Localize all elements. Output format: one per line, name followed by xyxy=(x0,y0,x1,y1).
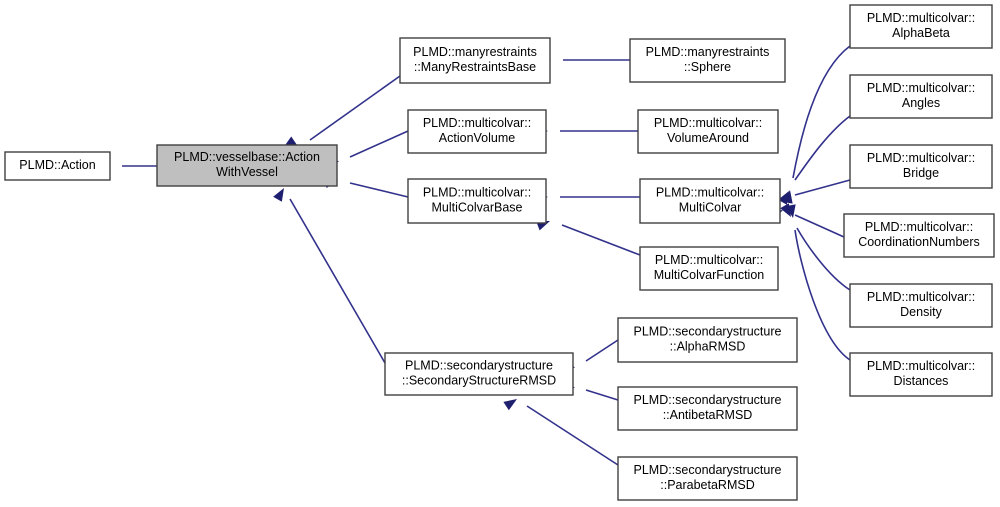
node-label: PLMD::multicolvar::AlphaBeta xyxy=(867,11,975,40)
node-multicolvarbase[interactable]: PLMD::multicolvar::MultiColvarBase xyxy=(407,178,547,224)
edge-line xyxy=(289,198,386,364)
node-box[interactable] xyxy=(629,38,786,83)
edge-line xyxy=(794,229,851,361)
node-label: PLMD::multicolvar::MultiColvarFunction xyxy=(654,253,765,282)
edge-multicolvarfunction-to-multicolvarbase xyxy=(536,220,641,256)
node-label: PLMD::secondarystructure::SecondaryStruc… xyxy=(402,359,556,388)
edge-density-to-multicolvar xyxy=(780,203,851,291)
node-parabetarmsd[interactable]: PLMD::secondarystructure::ParabetaRMSD xyxy=(617,456,798,501)
node-multicolvarfunction[interactable]: PLMD::multicolvar::MultiColvarFunction xyxy=(639,246,779,291)
edge-line xyxy=(349,182,409,198)
edge-line xyxy=(561,224,641,256)
node-sphere[interactable]: PLMD::manyrestraints::Sphere xyxy=(629,38,786,83)
node-alpharmsd[interactable]: PLMD::secondarystructure::AlphaRMSD xyxy=(617,317,798,363)
node-label: PLMD::manyrestraints::Sphere xyxy=(646,45,770,74)
node-box[interactable] xyxy=(849,352,993,397)
edge-line xyxy=(796,227,851,291)
node-manyrestraintsbase[interactable]: PLMD::manyrestraints::ManyRestraintsBase xyxy=(399,37,551,84)
edge-multicolvar-to-multicolvarbase xyxy=(535,192,640,202)
node-label: PLMD::multicolvar::MultiColvar xyxy=(656,186,764,215)
node-box[interactable] xyxy=(849,283,993,328)
node-box[interactable] xyxy=(407,109,547,154)
node-label: PLMD::multicolvar::MultiColvarBase xyxy=(423,186,531,215)
edge-manyrestraintsbase-to-actionwithvessel xyxy=(285,75,401,148)
node-box[interactable] xyxy=(639,178,781,224)
node-bridge[interactable]: PLMD::multicolvar::Bridge xyxy=(849,144,993,189)
arrowhead-icon xyxy=(503,399,517,411)
node-action[interactable]: PLMD::Action xyxy=(4,151,111,181)
node-box[interactable] xyxy=(407,178,547,224)
edge-angles-to-multicolvar xyxy=(778,115,851,205)
edge-line xyxy=(792,45,851,179)
node-box[interactable] xyxy=(399,37,551,84)
node-label: PLMD::multicolvar::ActionVolume xyxy=(423,116,531,145)
node-box[interactable] xyxy=(4,151,111,181)
edge-line xyxy=(585,339,619,362)
node-label: PLMD::secondarystructure::ParabetaRMSD xyxy=(634,463,782,492)
edge-parabetarmsd-to-secondarystructurermsd xyxy=(503,399,619,466)
node-label: PLMD::multicolvar::Bridge xyxy=(867,151,975,180)
edge-line xyxy=(526,405,619,466)
node-label: PLMD::secondarystructure::AntibetaRMSD xyxy=(634,393,782,422)
node-box[interactable] xyxy=(843,213,995,258)
node-secondarystructurermsd[interactable]: PLMD::secondarystructure::SecondaryStruc… xyxy=(384,352,574,396)
node-antibetarmsd[interactable]: PLMD::secondarystructure::AntibetaRMSD xyxy=(617,386,798,431)
node-label: PLMD::Action xyxy=(19,158,95,172)
node-multicolvar[interactable]: PLMD::multicolvar::MultiColvar xyxy=(639,178,781,224)
node-label: PLMD::secondarystructure::AlphaRMSD xyxy=(634,325,782,354)
arrowhead-icon xyxy=(273,188,284,202)
node-box[interactable] xyxy=(849,144,993,189)
node-label: PLMD::multicolvar::VolumeAround xyxy=(654,116,762,145)
edge-sphere-to-manyrestraintsbase xyxy=(538,55,630,65)
node-box[interactable] xyxy=(617,317,798,363)
edge-volumearound-to-actionvolume xyxy=(535,126,638,136)
edge-line xyxy=(585,389,619,401)
node-label: PLMD::multicolvar::CoordinationNumbers xyxy=(858,220,980,249)
node-box[interactable] xyxy=(617,456,798,501)
node-box[interactable] xyxy=(384,352,574,396)
node-label: PLMD::multicolvar::Density xyxy=(867,290,975,319)
node-alphabeta[interactable]: PLMD::multicolvar::AlphaBeta xyxy=(849,4,993,49)
node-actionvolume[interactable]: PLMD::multicolvar::ActionVolume xyxy=(407,109,547,154)
edge-line xyxy=(309,75,401,141)
node-box[interactable] xyxy=(637,109,779,154)
node-label: PLMD::manyrestraints::ManyRestraintsBase xyxy=(413,45,537,74)
edge-line xyxy=(794,179,851,196)
node-label: PLMD::multicolvar::Angles xyxy=(867,81,975,110)
edge-line xyxy=(794,115,851,181)
edge-bridge-to-multicolvar xyxy=(769,179,851,207)
node-density[interactable]: PLMD::multicolvar::Density xyxy=(849,283,993,328)
arrowhead-icon xyxy=(785,204,796,218)
node-box[interactable] xyxy=(156,144,338,187)
node-box[interactable] xyxy=(849,4,993,49)
node-box[interactable] xyxy=(639,246,779,291)
arrowhead-icon xyxy=(778,191,789,205)
node-coordinationnumbers[interactable]: PLMD::multicolvar::CoordinationNumbers xyxy=(843,213,995,258)
edge-line xyxy=(794,214,845,238)
edge-line xyxy=(349,130,409,158)
node-label: PLMD::multicolvar::Distances xyxy=(867,359,975,388)
node-angles[interactable]: PLMD::multicolvar::Angles xyxy=(849,74,993,119)
edge-secondarystructurermsd-to-actionwithvessel xyxy=(273,188,386,364)
node-box[interactable] xyxy=(849,74,993,119)
node-distances[interactable]: PLMD::multicolvar::Distances xyxy=(849,352,993,397)
node-box[interactable] xyxy=(617,386,798,431)
edge-distances-to-multicolvar xyxy=(785,204,851,361)
node-volumearound[interactable]: PLMD::multicolvar::VolumeAround xyxy=(637,109,779,154)
